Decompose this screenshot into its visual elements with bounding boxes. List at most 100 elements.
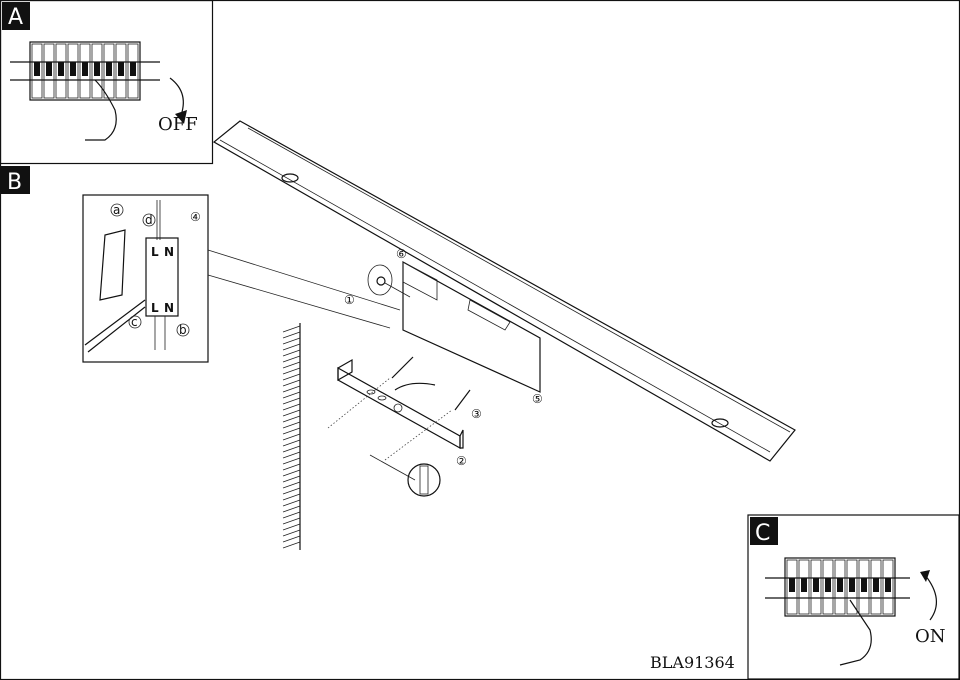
breaker-module — [43, 43, 55, 99]
breaker-module — [127, 43, 139, 99]
breaker-module — [810, 559, 822, 615]
hatch-line — [282, 439, 301, 447]
breaker-module — [834, 559, 846, 615]
hatch-line — [282, 517, 301, 525]
breaker-switch — [825, 578, 831, 592]
terminal-l-bottom: L — [151, 301, 159, 315]
terminal-n: N — [164, 245, 174, 259]
hatch-line — [282, 493, 301, 501]
hatch-line — [282, 361, 301, 369]
arrow-up-icon — [924, 574, 937, 621]
breaker-switch — [801, 578, 807, 592]
hatch-line — [282, 445, 301, 453]
breaker-switch — [873, 578, 879, 592]
breaker-switch — [34, 62, 40, 76]
breaker-switch — [837, 578, 843, 592]
step-3: ③ — [471, 407, 482, 421]
wiring-inset: L N L N a b c d ④ — [82, 194, 401, 363]
hand-icon — [839, 599, 872, 666]
wall-hatch — [282, 323, 301, 550]
breaker-module — [882, 559, 894, 615]
breaker-switch — [94, 62, 100, 76]
step-4-inset: ④ — [190, 210, 201, 224]
hatch-line — [282, 505, 301, 513]
hatch-line — [282, 541, 301, 549]
breaker-module — [115, 43, 127, 99]
hatch-line — [282, 391, 301, 399]
step-1: ① — [344, 293, 355, 307]
breaker-module — [870, 559, 882, 615]
breaker-module — [798, 559, 810, 615]
breaker-switch — [118, 62, 124, 76]
hand-icon — [85, 79, 117, 141]
hatch-line — [282, 397, 301, 405]
panel-c-switch-on: C ON — [747, 514, 960, 680]
hatch-line — [282, 415, 301, 423]
hatch-line — [282, 463, 301, 471]
panel-a-switch-off: A OFF — [0, 0, 214, 165]
screwdriver-icon — [84, 299, 146, 346]
hatch-line — [282, 475, 301, 483]
hatch-line — [282, 535, 301, 543]
mounting-bracket — [327, 356, 471, 497]
breaker-switch — [106, 62, 112, 76]
hatch-line — [282, 457, 301, 465]
breaker-module — [55, 43, 67, 99]
hatch-line — [282, 367, 301, 375]
hatch-line — [282, 469, 301, 477]
circuit-breaker-icon — [784, 557, 896, 617]
breaker-module — [31, 43, 43, 99]
hatch-line — [282, 337, 301, 345]
on-label: ON — [915, 626, 946, 647]
hatch-line — [282, 373, 301, 381]
wall-plug-icon — [407, 463, 441, 497]
panel-c-label: C — [755, 521, 770, 546]
breaker-switch — [130, 62, 136, 76]
hatch-line — [282, 343, 301, 351]
breaker-module — [846, 559, 858, 615]
mounting-box — [402, 260, 541, 393]
breaker-switch — [861, 578, 867, 592]
hatch-line — [282, 355, 301, 363]
terminal-block — [145, 237, 179, 317]
hatch-line — [282, 385, 301, 393]
step-5: ⑤ — [532, 392, 543, 406]
breaker-switch — [70, 62, 76, 76]
screw-step-6 — [367, 264, 411, 298]
letter-b: b — [179, 323, 187, 337]
step-6: ⑥ — [396, 247, 407, 261]
hatch-line — [282, 433, 301, 441]
screw-icon — [454, 389, 471, 411]
mirror-light-bar — [212, 120, 796, 462]
hatch-line — [282, 523, 301, 531]
off-label: OFF — [158, 114, 198, 135]
breaker-module — [858, 559, 870, 615]
hatch-line — [282, 427, 301, 435]
breaker-switch — [885, 578, 891, 592]
breaker-switch — [58, 62, 64, 76]
screw-icon — [391, 356, 414, 379]
hatch-line — [282, 511, 301, 519]
breaker-module — [79, 43, 91, 99]
breaker-switch — [46, 62, 52, 76]
model-code: BLA91364 — [650, 653, 735, 672]
letter-a: a — [113, 203, 120, 217]
breaker-switch — [82, 62, 88, 76]
breaker-module — [822, 559, 834, 615]
breaker-switch — [789, 578, 795, 592]
step-2: ② — [456, 454, 467, 468]
hatch-line — [282, 349, 301, 357]
circuit-breaker-icon — [10, 41, 160, 101]
hatch-line — [282, 529, 301, 537]
hatch-line — [282, 331, 301, 339]
breaker-module — [91, 43, 103, 99]
hatch-line — [282, 403, 301, 411]
panel-a-label: A — [8, 5, 23, 30]
terminal-cover — [99, 229, 126, 301]
hatch-line — [282, 379, 301, 387]
breaker-switch — [813, 578, 819, 592]
terminal-l: L — [151, 245, 159, 259]
letter-d: d — [145, 213, 153, 227]
hatch-line — [282, 421, 301, 429]
